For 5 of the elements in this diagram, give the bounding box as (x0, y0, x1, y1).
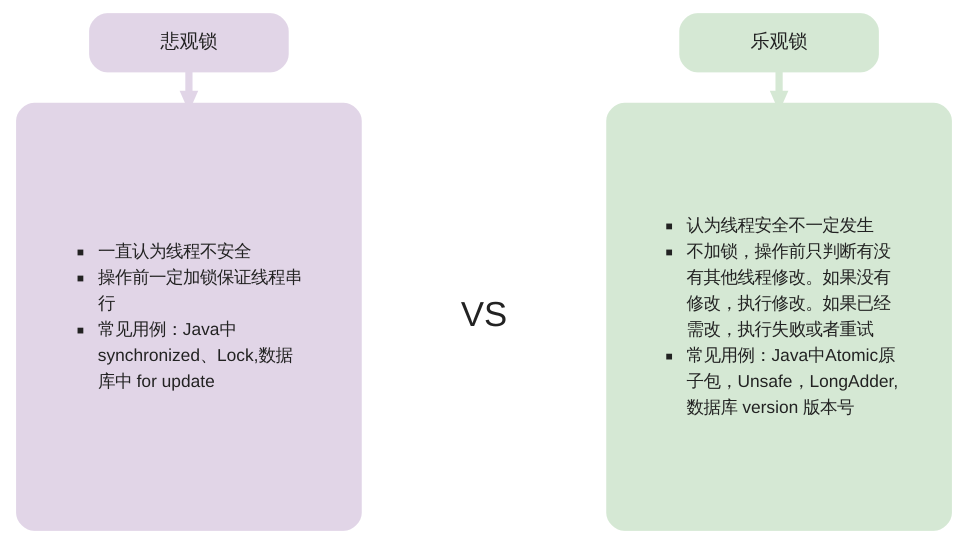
node-box: 乐观锁 (678, 13, 878, 72)
node-box: 悲观锁 (88, 13, 288, 72)
label: VS (460, 296, 507, 334)
node-box: 认为线程安全不一定发生 不加锁，操作前只判断有没有其他线程修改。如果没有修改，执行修改。如果已经需改，执行失败或者重试 常见用例：Java中Atomic原子包，Unsafe，LongAdder,数据库 version 版本号 (606, 102, 952, 531)
node-box: 一直认为线程不安全 操作前一定加锁保证线程串行 常见用例：Java中synchronized、Lock,数据库中 for update (16, 102, 362, 531)
